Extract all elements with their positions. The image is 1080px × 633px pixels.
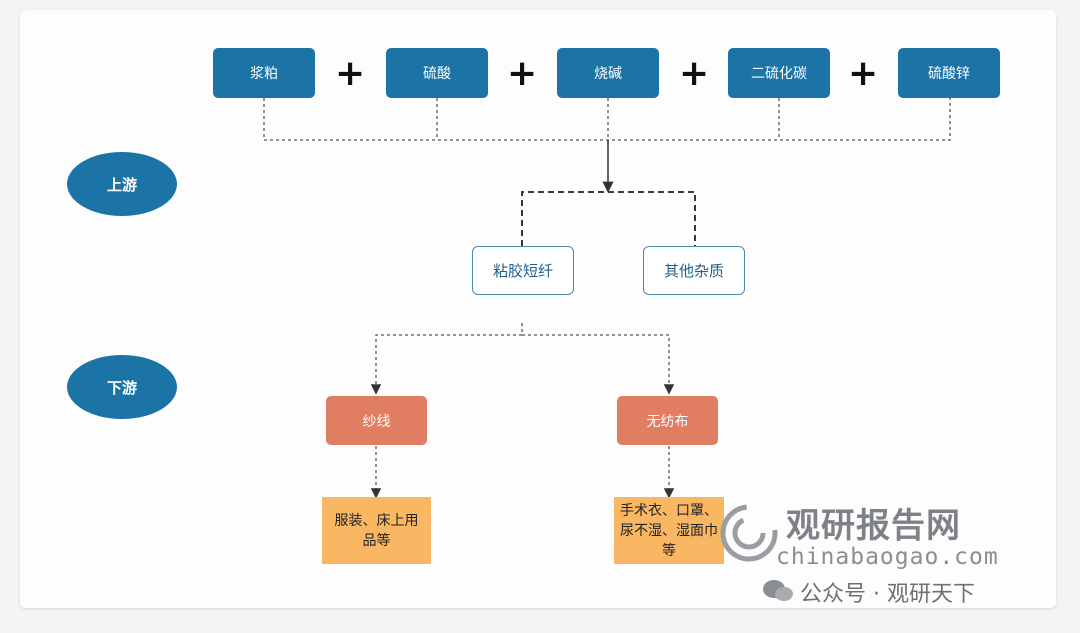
end-use-box-medical: 手术衣、口罩、尿不湿、湿面巾等 (614, 497, 724, 564)
stage-downstream: 下游 (67, 355, 177, 419)
material-box-2: 硫酸 (386, 48, 488, 98)
material-box-4: 二硫化碳 (728, 48, 830, 98)
midstream-box-viscose: 粘胶短纤 (472, 246, 574, 295)
plus-icon: + (679, 53, 710, 94)
midstream-box-impurities: 其他杂质 (643, 246, 745, 295)
material-box-3: 烧碱 (557, 48, 659, 98)
stage-upstream: 上游 (67, 152, 177, 216)
watermark-url: chinabaogao.com (776, 544, 999, 570)
material-box-5: 硫酸锌 (898, 48, 1000, 98)
downstream-box-nonwoven: 无纺布 (617, 396, 718, 445)
plus-icon: + (848, 53, 879, 94)
watermark-title: 观研报告网 (786, 506, 961, 546)
downstream-box-yarn: 纱线 (326, 396, 427, 445)
watermark-social: 公众号 · 观研天下 (800, 582, 975, 607)
wechat-icon (763, 580, 793, 601)
watermark-logo-icon (720, 504, 778, 562)
plus-icon: + (335, 53, 366, 94)
end-use-box-apparel: 服装、床上用品等 (322, 497, 431, 564)
plus-icon: + (507, 53, 538, 94)
diagram-card (20, 10, 1056, 608)
material-box-1: 浆粕 (213, 48, 315, 98)
